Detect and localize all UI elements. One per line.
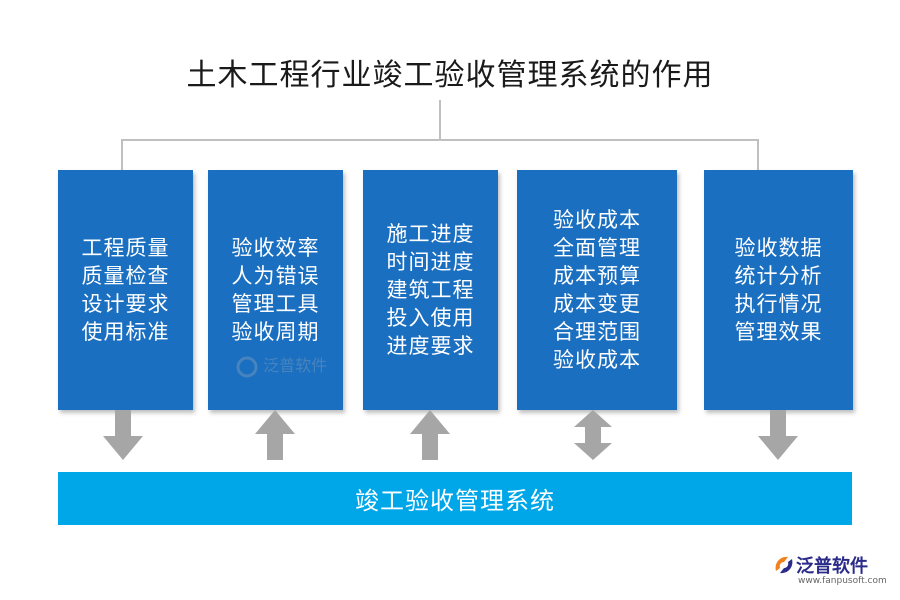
box-line: 设计要求 (81, 292, 170, 316)
function-box-efficiency: 验收效率 人为错误 管理工具 验收周期 (208, 170, 343, 410)
arrow-up-icon (410, 410, 450, 460)
box-line: 管理效果 (734, 320, 823, 344)
box-text: 施工进度 时间进度 建筑工程 投入使用 进度要求 (387, 220, 475, 360)
function-box-data: 验收数据 统计分析 执行情况 管理效果 (704, 170, 853, 410)
box-line: 验收周期 (231, 320, 320, 344)
function-box-cost: 验收成本 全面管理 成本预算 成本变更 合理范围 验收成本 (517, 170, 677, 410)
box-line: 成本变更 (553, 292, 641, 316)
logo-icon (775, 556, 793, 574)
box-line: 成本预算 (553, 264, 641, 288)
box-text: 验收数据 统计分析 执行情况 管理效果 (735, 234, 823, 346)
box-text: 验收效率 人为错误 管理工具 验收周期 (232, 234, 320, 346)
box-line: 验收数据 (734, 236, 823, 260)
box-text: 验收成本 全面管理 成本预算 成本变更 合理范围 验收成本 (553, 206, 641, 374)
box-line: 验收成本 (553, 348, 641, 372)
box-line: 质量检查 (81, 264, 170, 288)
watermark: 泛普软件 (236, 352, 327, 378)
arrow-up-icon (255, 410, 295, 460)
box-line: 使用标准 (81, 320, 170, 344)
box-line: 管理工具 (231, 292, 320, 316)
box-text: 工程质量 质量检查 设计要求 使用标准 (82, 234, 170, 346)
arrow-down-icon (103, 410, 143, 460)
arrow-down-icon (758, 410, 798, 460)
box-line: 施工进度 (386, 222, 475, 246)
system-bar: 竣工验收管理系统 (58, 472, 852, 525)
company-logo: 泛普软件 www.fanpusoft.com (772, 552, 894, 592)
connector-bracket (121, 100, 759, 170)
box-line: 执行情况 (734, 292, 823, 316)
box-line: 进度要求 (386, 334, 475, 358)
box-line: 时间进度 (386, 250, 475, 274)
box-line: 人为错误 (231, 264, 320, 288)
box-line: 合理范围 (553, 320, 641, 344)
logo-icon (236, 356, 258, 377)
double-arrow-icon (574, 410, 612, 460)
box-line: 验收成本 (553, 208, 641, 232)
box-line: 全面管理 (553, 236, 641, 260)
logo-url: www.fanpusoft.com (798, 576, 887, 586)
system-bar-label: 竣工验收管理系统 (355, 487, 555, 515)
function-box-progress: 施工进度 时间进度 建筑工程 投入使用 进度要求 (363, 170, 498, 410)
box-line: 投入使用 (386, 306, 475, 330)
diagram-title: 土木工程行业竣工验收管理系统的作用 (186, 58, 714, 93)
logo-brand: 泛普软件 (796, 556, 868, 577)
box-line: 工程质量 (81, 236, 170, 260)
box-line: 建筑工程 (386, 278, 475, 302)
box-line: 统计分析 (734, 264, 823, 288)
box-line: 验收效率 (231, 236, 320, 260)
function-box-quality: 工程质量 质量检查 设计要求 使用标准 (58, 170, 193, 410)
watermark-text: 泛普软件 (263, 356, 328, 375)
